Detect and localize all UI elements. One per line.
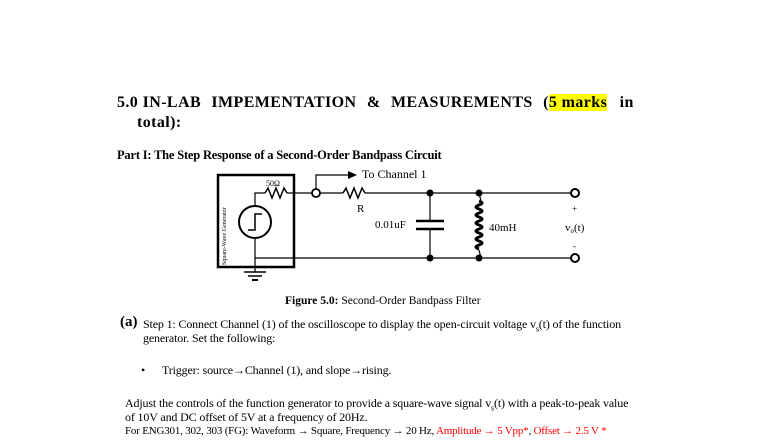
capacitor-label: 0.01uF <box>375 219 406 231</box>
bullet-marker: • <box>141 363 146 377</box>
probe-node-icon <box>311 188 321 198</box>
step-a-marker: (a) <box>120 314 138 330</box>
section-heading: 5.0 IN-LAB IMPEMENTATION & MEASUREMENTS … <box>117 94 634 112</box>
source-resistor-label: 50Ω <box>266 179 280 188</box>
resistor-label: R <box>357 203 365 215</box>
part-title: Part I: The Step Response of a Second-Or… <box>117 148 442 162</box>
output-voltage-label: vo(t) <box>565 222 585 235</box>
section-title: IN-LAB IMPEMENTATION & MEASUREMENTS ( <box>142 94 549 111</box>
section-number: 5.0 <box>117 94 139 111</box>
adjust-line2: of 10V and DC offset of 5V at a frequenc… <box>125 410 368 424</box>
source-resistor-icon <box>264 185 288 201</box>
generator-label: Square-Wave Generator <box>222 207 228 265</box>
circuit-diagram: Square-Wave Generator 50Ω To Channel 1 R… <box>216 167 585 281</box>
step-a-line2: generator. Set the following: <box>143 331 276 345</box>
section-title-end: in <box>607 94 634 111</box>
adjust-line1: Adjust the controls of the function gene… <box>125 396 629 413</box>
output-terminal-plus-icon <box>570 188 580 198</box>
inductor-icon <box>474 199 484 251</box>
fg-amplitude: Amplitude → 5 Vpp* <box>435 425 529 437</box>
figure-caption-text: Second-Order Bandpass Filter <box>338 295 481 307</box>
inductor-label: 40mH <box>489 222 517 234</box>
section-heading-line2: total): <box>137 114 182 131</box>
minus-label: - <box>573 241 576 251</box>
step-a-line1: Step 1: Connect Channel (1) of the oscil… <box>143 317 621 334</box>
figure-label: Figure 5.0: <box>285 295 339 307</box>
output-terminal-minus-icon <box>570 253 580 263</box>
figure-caption: Figure 5.0: Second-Order Bandpass Filter <box>285 295 481 307</box>
marks-highlight: 5 marks <box>548 94 608 111</box>
probe-arrow-icon <box>348 171 357 179</box>
resistor-icon <box>342 185 366 201</box>
step-glyph-icon <box>248 213 262 231</box>
plus-label: + <box>572 204 577 214</box>
probe-label: To Channel 1 <box>362 167 426 181</box>
fg-offset: Offset → 2.5 V * <box>533 425 607 437</box>
bullet-trigger: Trigger: source→Channel (1), and slope→r… <box>162 363 392 377</box>
fg-settings: For ENG301, 302, 303 (FG): Waveform → Sq… <box>125 425 607 437</box>
fg-settings-prefix: For ENG301, 302, 303 (FG): Waveform → Sq… <box>125 425 436 437</box>
generator-box <box>216 173 296 269</box>
